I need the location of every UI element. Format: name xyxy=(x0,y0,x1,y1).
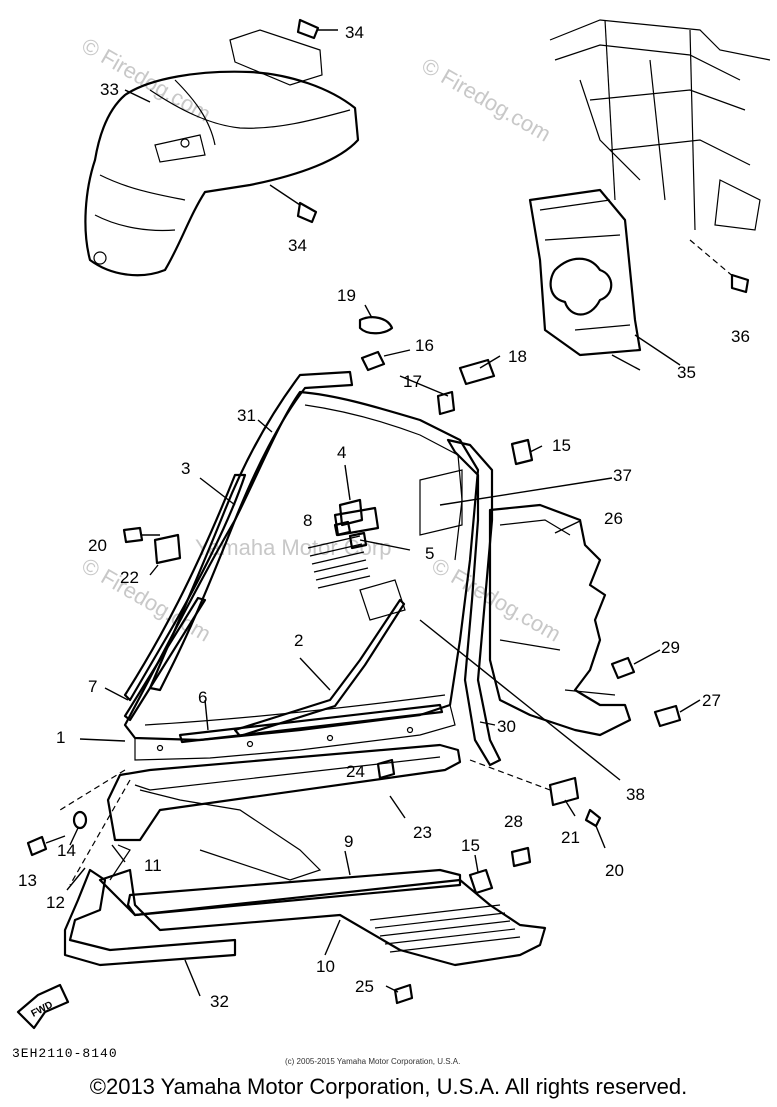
screw-20-right xyxy=(584,808,606,849)
trim-31 xyxy=(148,370,354,692)
callout-9: 9 xyxy=(344,832,353,851)
watermark-firedog-1: © Firedog.com xyxy=(418,53,556,147)
callout-12: 12 xyxy=(46,893,65,912)
callout-1: 1 xyxy=(56,728,65,747)
callout-22: 22 xyxy=(120,568,139,587)
bolt-25 xyxy=(393,983,414,1005)
callout-21: 21 xyxy=(561,828,580,847)
callout-24: 24 xyxy=(346,762,365,781)
callout-32: 32 xyxy=(210,992,229,1011)
callout-29: 29 xyxy=(661,638,680,657)
screw-20-left xyxy=(122,526,160,544)
callout-10: 10 xyxy=(316,957,335,976)
callout-27: 27 xyxy=(702,691,721,710)
callout-30: 30 xyxy=(497,717,516,736)
callout-26: 26 xyxy=(604,509,623,528)
clip-24 xyxy=(376,758,396,780)
bolt-27 xyxy=(653,699,701,728)
trim-strip-6 xyxy=(178,703,444,744)
trim-strip-7 xyxy=(123,596,207,722)
callout-11: 11 xyxy=(144,856,162,875)
callout-36: 36 xyxy=(731,327,750,346)
callout-37: 37 xyxy=(613,466,632,485)
callout-35: 35 xyxy=(677,363,696,382)
trim-strip-2 xyxy=(233,598,406,738)
callout-5: 5 xyxy=(425,544,434,563)
callout-13: 13 xyxy=(18,871,37,890)
callout-2: 2 xyxy=(294,631,303,650)
watermark-layer: © Firedog.com © Firedog.com © Firedog.co… xyxy=(78,33,566,647)
bolt-34-bottom xyxy=(269,184,318,224)
callout-20-right: 20 xyxy=(605,861,624,880)
screw-8 xyxy=(333,520,352,537)
diagram-code: 3EH2110-8140 xyxy=(12,1046,118,1061)
floor-panel-10 xyxy=(98,868,547,967)
callout-16: 16 xyxy=(415,336,434,355)
callout-25: 25 xyxy=(355,977,374,996)
clip-19 xyxy=(358,316,394,335)
screw-13 xyxy=(26,835,66,857)
callout-38: 38 xyxy=(626,785,645,804)
callout-34-bottom: 34 xyxy=(288,236,307,255)
watermark-firedog-3: © Firedog.com xyxy=(428,553,566,647)
clip-15-bottom xyxy=(468,868,494,895)
screw-16 xyxy=(360,349,411,372)
trim-30 xyxy=(446,438,502,767)
panel-11 xyxy=(109,844,131,881)
skirt-32 xyxy=(63,868,237,967)
trim-strip-3 xyxy=(123,473,247,702)
callout-28: 28 xyxy=(504,812,523,831)
callout-7: 7 xyxy=(88,677,97,696)
leg-shield-1 xyxy=(123,390,480,761)
bolt-36 xyxy=(689,239,750,294)
frame-section xyxy=(549,19,771,231)
fwd-arrow: FWD xyxy=(16,983,70,1030)
callout-18: 18 xyxy=(508,347,527,366)
callout-15-bottom: 15 xyxy=(461,836,480,855)
callout-3: 3 xyxy=(181,459,190,478)
nut-22 xyxy=(149,533,182,576)
bracket-35 xyxy=(528,188,681,366)
internal-copyright: (c) 2005-2015 Yamaha Motor Corporation, … xyxy=(285,1057,461,1066)
footer-copyright: ©2013 Yamaha Motor Corporation, U.S.A. A… xyxy=(89,1074,688,1099)
rear-fender-33 xyxy=(84,29,360,277)
callout-19: 19 xyxy=(337,286,356,305)
callout-23: 23 xyxy=(413,823,432,842)
callout-labels: 34 33 34 36 35 19 16 18 17 31 15 4 3 37 … xyxy=(18,23,750,1011)
step-tray-23 xyxy=(106,743,462,881)
clip-18 xyxy=(458,358,496,386)
callout-6: 6 xyxy=(198,688,207,707)
callout-15-top: 15 xyxy=(552,436,571,455)
bolt-34-top xyxy=(296,18,338,40)
nut-28 xyxy=(510,846,532,868)
bracket-21 xyxy=(469,759,580,807)
nut-17 xyxy=(436,390,456,416)
callout-20-left: 20 xyxy=(88,536,107,555)
dash-lines-12 xyxy=(59,769,131,886)
callout-14: 14 xyxy=(57,841,76,860)
floor-board-9 xyxy=(126,868,462,917)
callout-4: 4 xyxy=(337,443,346,462)
callout-33: 33 xyxy=(100,80,119,99)
callout-8: 8 xyxy=(303,511,312,530)
hook-4 xyxy=(333,464,380,537)
callout-17: 17 xyxy=(403,372,422,391)
clip-15-top xyxy=(510,438,534,466)
callout-34-top: 34 xyxy=(345,23,364,42)
leader-lines xyxy=(66,89,641,997)
grommet-14 xyxy=(72,810,88,830)
callout-31: 31 xyxy=(237,406,256,425)
screw-5 xyxy=(348,531,411,551)
clip-29 xyxy=(610,649,661,680)
watermark-firedog-4: © Firedog.com xyxy=(78,33,216,127)
